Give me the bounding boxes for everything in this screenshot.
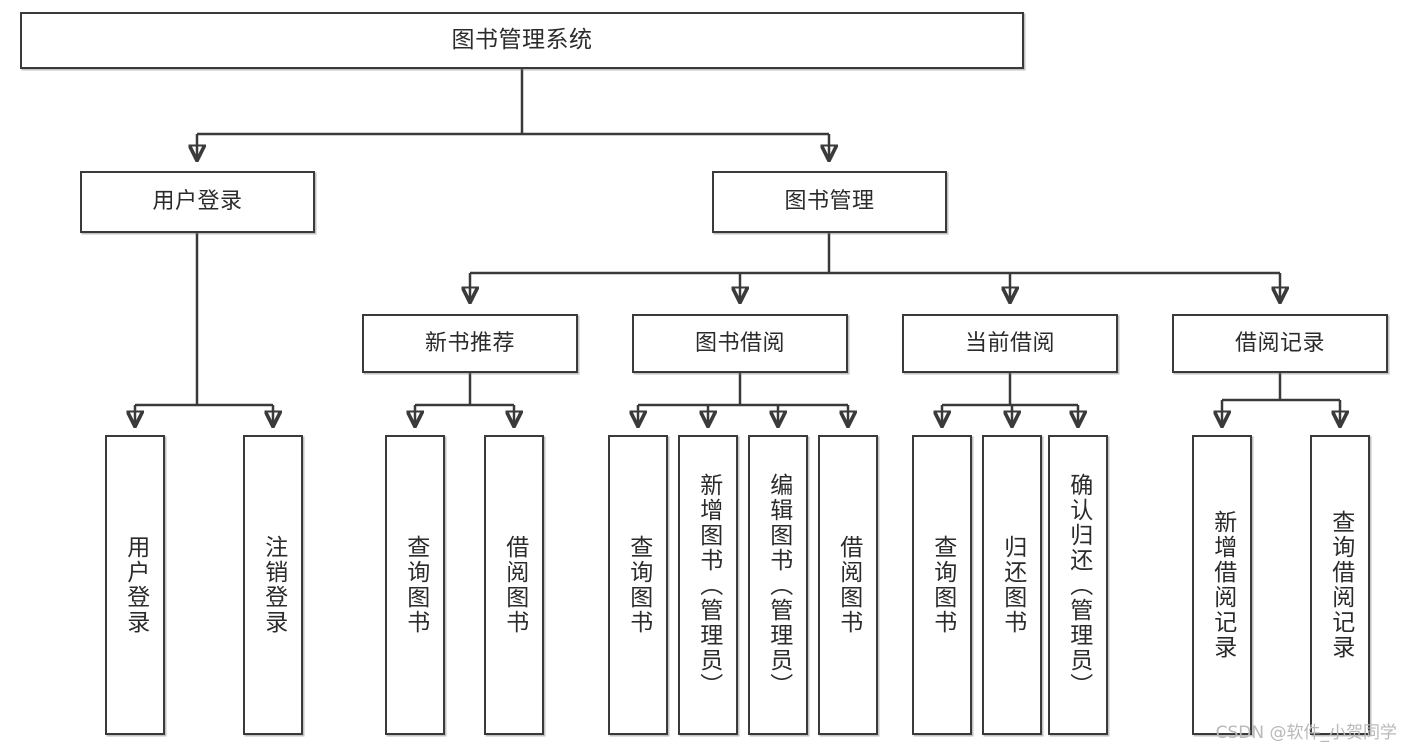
leaf-current-return-books[interactable]: 归还图书 bbox=[982, 435, 1042, 735]
node-label: 注销登录 bbox=[260, 535, 287, 635]
leaf-new-book-query-books[interactable]: 查询图书 bbox=[385, 435, 445, 735]
node-label: 图书借阅 bbox=[694, 330, 785, 356]
node-label: 借阅记录 bbox=[1234, 330, 1325, 356]
node-current-borrowing[interactable]: 当前借阅 bbox=[902, 314, 1118, 373]
leaf-record-add-borrow-record[interactable]: 新增借阅记录 bbox=[1192, 435, 1252, 735]
node-label: 查询图书 bbox=[625, 535, 652, 635]
node-label: 编辑图书（管理员） bbox=[765, 472, 792, 698]
node-label: 用户登录 bbox=[122, 535, 149, 635]
node-label: 查询图书 bbox=[929, 535, 956, 635]
leaf-current-query-books[interactable]: 查询图书 bbox=[912, 435, 972, 735]
node-book-borrowing[interactable]: 图书借阅 bbox=[632, 314, 848, 373]
leaf-user-login-logout[interactable]: 注销登录 bbox=[243, 435, 303, 735]
node-label: 新增图书（管理员） bbox=[695, 472, 722, 698]
leaf-user-login-login[interactable]: 用户登录 bbox=[105, 435, 165, 735]
node-label: 图书管理系统 bbox=[451, 27, 593, 54]
leaf-borrow-query-books[interactable]: 查询图书 bbox=[608, 435, 668, 735]
node-label: 用户登录 bbox=[152, 189, 243, 215]
node-label: 借阅图书 bbox=[501, 535, 528, 635]
node-label: 借阅图书 bbox=[835, 535, 862, 635]
node-label: 确认归还（管理员） bbox=[1065, 472, 1092, 698]
leaf-record-query-borrow-record[interactable]: 查询借阅记录 bbox=[1310, 435, 1370, 735]
node-label: 图书管理 bbox=[784, 189, 875, 215]
node-label: 新书推荐 bbox=[424, 330, 515, 356]
leaf-borrow-edit-book-admin[interactable]: 编辑图书（管理员） bbox=[748, 435, 808, 735]
node-user-login[interactable]: 用户登录 bbox=[80, 171, 315, 233]
csdn-watermark: CSDN @软件_小贺同学 bbox=[1215, 723, 1397, 743]
node-book-management[interactable]: 图书管理 bbox=[712, 171, 947, 233]
node-new-book-recommendation[interactable]: 新书推荐 bbox=[362, 314, 578, 373]
leaf-new-book-borrow-books[interactable]: 借阅图书 bbox=[484, 435, 544, 735]
node-label: 查询借阅记录 bbox=[1327, 510, 1354, 660]
leaf-borrow-add-book-admin[interactable]: 新增图书（管理员） bbox=[678, 435, 738, 735]
node-label: 归还图书 bbox=[999, 535, 1026, 635]
node-borrowing-records[interactable]: 借阅记录 bbox=[1172, 314, 1388, 373]
leaf-borrow-borrow-books[interactable]: 借阅图书 bbox=[818, 435, 878, 735]
node-label: 当前借阅 bbox=[964, 330, 1055, 356]
node-label: 新增借阅记录 bbox=[1209, 510, 1236, 660]
node-root-book-management-system[interactable]: 图书管理系统 bbox=[20, 12, 1024, 69]
leaf-current-confirm-return-admin[interactable]: 确认归还（管理员） bbox=[1048, 435, 1108, 735]
node-label: 查询图书 bbox=[402, 535, 429, 635]
